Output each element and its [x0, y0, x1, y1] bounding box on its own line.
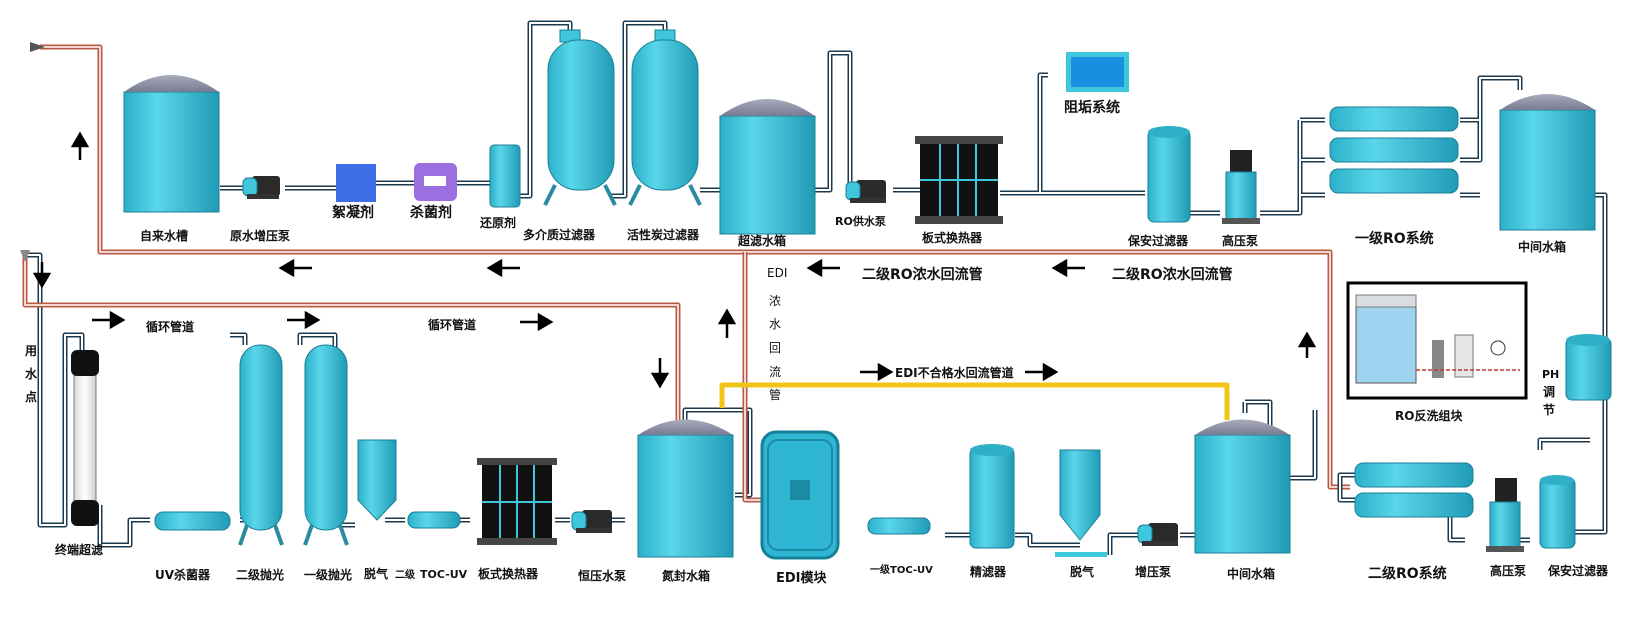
- label-edi-concentrate-5: 管: [769, 387, 781, 402]
- label-antiscale-system: 阻垢系统: [1064, 99, 1120, 116]
- ro-feed-pump: [845, 180, 886, 203]
- polish-1: [303, 344, 349, 546]
- terminal-uf: [71, 350, 99, 526]
- inlet-arrow-icon: [30, 42, 45, 52]
- toc-uv-2: [407, 511, 461, 529]
- label-polish-2: 二级抛光: [236, 567, 284, 582]
- label-const-pump: 恒压水泵: [578, 568, 626, 583]
- ro1-system: [1329, 106, 1459, 194]
- label-mid-tank-top: 中间水箱: [1518, 239, 1566, 254]
- label-toc-uv-2: TOC-UV: [420, 568, 468, 581]
- label-edi-concentrate-3: 回: [769, 341, 781, 355]
- label-ultrafilter-tank: 超滤水箱: [737, 233, 786, 248]
- label-ph-adjust-1: 调: [1543, 385, 1555, 399]
- label-plate-hx-bottom: 板式换热器: [478, 566, 539, 581]
- plate-heat-exchanger-top: [915, 136, 1003, 224]
- ph-adjust-tank: [1565, 334, 1612, 401]
- label-sterilant: 杀菌剂: [410, 204, 452, 221]
- label-edi-reject: EDI不合格水回流管道: [895, 365, 1014, 380]
- label-safety-filter-top: 保安过滤器: [1127, 233, 1189, 248]
- label-ro1-system: 一级RO系统: [1355, 230, 1434, 247]
- booster-pump: [1137, 523, 1178, 546]
- label-edi-module: EDI模块: [776, 570, 828, 586]
- use-point-arrow-icon: [20, 250, 30, 262]
- label-toc-uv-1: 一级TOC-UV: [870, 563, 933, 576]
- polish-2: [238, 344, 284, 546]
- label-degas-2: 脱气: [1070, 564, 1094, 579]
- label-flocculant: 絮凝剂: [332, 204, 374, 221]
- label-uv-sterilizer: UV杀菌器: [155, 567, 211, 582]
- flocculant-box: [336, 164, 376, 202]
- label-use-point-2: 点: [25, 389, 37, 404]
- reductant-tank: [489, 144, 521, 208]
- label-carbon-filter: 活性炭过滤器: [627, 227, 700, 242]
- label-fine-filter: 精滤器: [970, 564, 1007, 579]
- flow-arrows: [32, 131, 1317, 389]
- label-safety-filter-bottom: 保安过滤器: [1547, 563, 1609, 578]
- const-pressure-pump: [571, 510, 612, 533]
- label-ph-adjust-2: 节: [1543, 402, 1555, 417]
- label-degas-1: 脱气: [364, 566, 388, 581]
- hp-pump-top: [1222, 150, 1260, 224]
- label-circulation-mid: 循环管道: [428, 317, 476, 332]
- tap-water-tank: [123, 75, 220, 213]
- uv-sterilizer: [154, 511, 231, 531]
- label-ro-backwash: RO反洗组块: [1395, 408, 1463, 423]
- multimedia-filter: [543, 29, 617, 206]
- label-tap-water-tank: 自来水槽: [140, 228, 188, 243]
- safety-filter-bottom: [1539, 475, 1576, 549]
- label-use-point-0: 用: [24, 344, 37, 358]
- label-plate-hx-top: 板式换热器: [922, 230, 983, 245]
- label-ro2-return-right: 二级RO浓水回流管: [1112, 266, 1233, 283]
- label-use-point-1: 水: [25, 366, 38, 381]
- safety-filter-top: [1147, 126, 1191, 223]
- label-edi-concentrate-2: 水: [769, 317, 781, 331]
- toc-uv-1: [867, 517, 931, 535]
- degas-2: [1055, 449, 1107, 557]
- ro-backwash-module: [1346, 281, 1528, 400]
- label-circulation-left: 循环管道: [146, 319, 194, 334]
- label-mid-tank-bottom: 中间水箱: [1227, 566, 1275, 581]
- label-edi-concentrate-0: EDI: [767, 266, 787, 280]
- edi-module: [760, 430, 840, 560]
- sterilant-box: [414, 163, 457, 201]
- label-booster-pump: 增压泵: [1135, 564, 1171, 579]
- mid-tank-top: [1499, 94, 1596, 231]
- label-ro2-return-left: 二级RO浓水回流管: [862, 266, 983, 283]
- carbon-filter: [628, 29, 702, 206]
- label-edi-concentrate-1: 浓: [769, 294, 781, 308]
- fine-filter: [969, 444, 1015, 549]
- label-ro2-system: 二级RO系统: [1368, 565, 1447, 582]
- antiscale-system: [1066, 52, 1129, 92]
- hp-pump-bottom: [1486, 478, 1524, 552]
- raw-booster-pump: [242, 176, 280, 199]
- degas-1: [357, 439, 397, 521]
- label-multimedia-filter: 多介质过滤器: [523, 227, 596, 242]
- label-raw-booster-pump: 原水增压泵: [230, 228, 290, 243]
- label-polish-1: 一级抛光: [304, 567, 352, 582]
- mid-tank-bottom: [1194, 419, 1291, 554]
- label-hp-pump-bottom: 高压泵: [1490, 563, 1526, 578]
- nitrogen-seal-tank: [637, 419, 734, 558]
- plate-heat-exchanger-bottom: [477, 458, 557, 545]
- label-edi-concentrate-4: 流: [769, 365, 781, 379]
- label-nitrogen-tank: 氮封水箱: [662, 568, 710, 583]
- ultrafilter-tank: [719, 99, 816, 235]
- label-reductant: 还原剂: [479, 215, 516, 230]
- label-ph-adjust-0: PH: [1542, 368, 1559, 381]
- label-toc-uv-2-prefix: 二级: [395, 568, 416, 581]
- ro2-system: [1354, 462, 1474, 518]
- label-terminal-uf: 终端超滤: [55, 542, 103, 557]
- label-hp-pump-top: 高压泵: [1222, 233, 1258, 248]
- label-ro-feed-pump: RO供水泵: [835, 214, 886, 228]
